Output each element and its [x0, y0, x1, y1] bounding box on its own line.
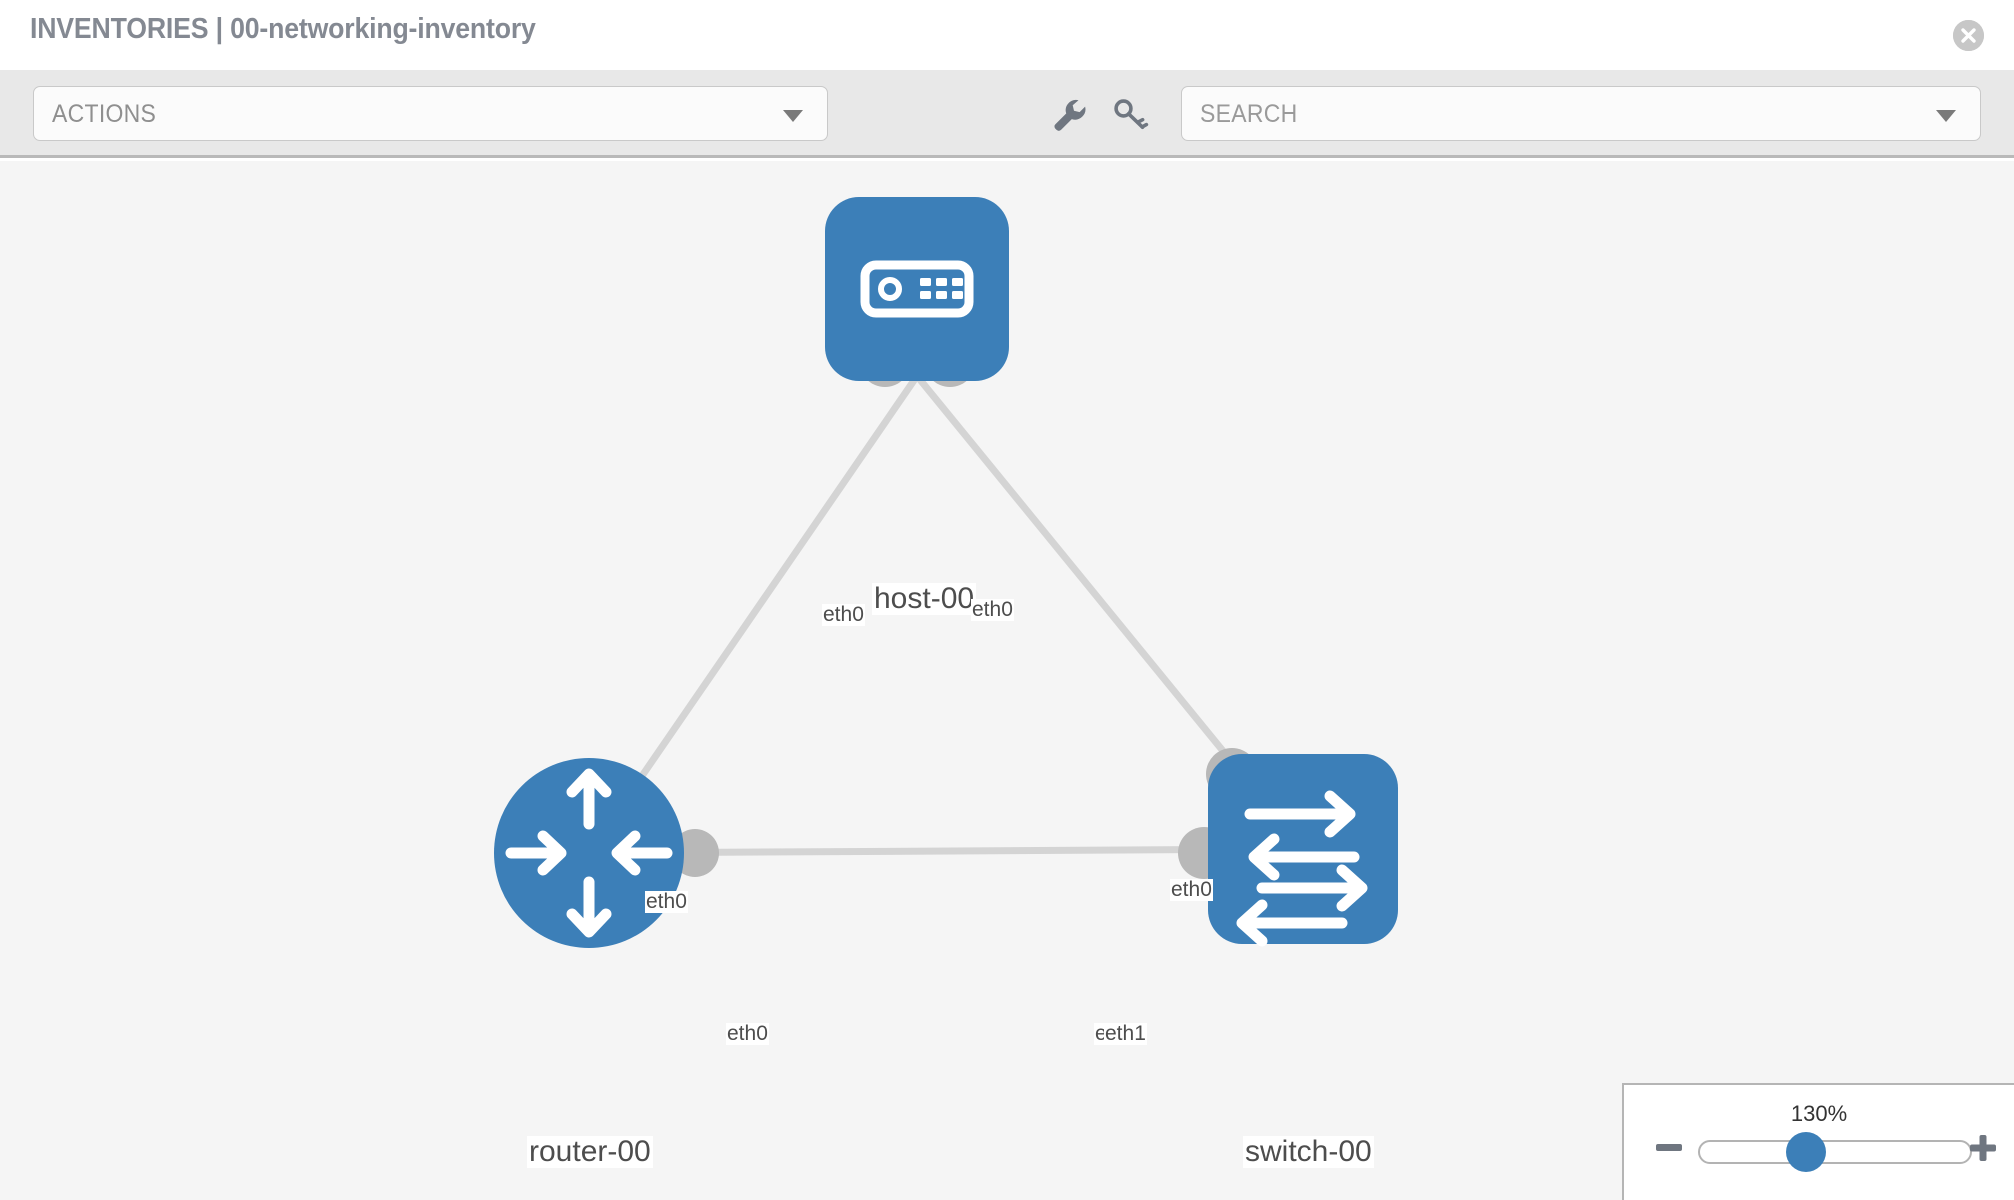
zoom-control-panel: 130%	[1622, 1083, 2014, 1200]
iface-label-host-left: eth0	[822, 603, 865, 627]
node-label-host-00: host-00	[872, 582, 977, 615]
node-label-router-00: router-00	[527, 1135, 653, 1168]
node-router-00[interactable]	[494, 758, 684, 948]
iface-label-switch-west-b: eth1	[1104, 1022, 1147, 1046]
toolbar: ACTIONS SEARCH	[0, 70, 2014, 158]
zoom-slider-track[interactable]	[1698, 1140, 1972, 1164]
zoom-percent-label: 130%	[1790, 1101, 1848, 1126]
iface-label-router-north: eth0	[645, 890, 688, 914]
iface-label-switch-north: eth0	[1170, 878, 1213, 902]
actions-dropdown[interactable]: ACTIONS	[33, 86, 828, 141]
search-input[interactable]: SEARCH	[1181, 86, 1981, 141]
host-server-icon	[860, 260, 974, 318]
router-arrows-icon	[505, 768, 673, 938]
wrench-icon[interactable]	[1048, 94, 1088, 134]
close-icon[interactable]	[1953, 20, 1984, 51]
page-header: INVENTORIES | 00-networking-inventory	[0, 0, 2014, 70]
zoom-in-button[interactable]	[1966, 1131, 2000, 1165]
switch-arrows-icon	[1236, 790, 1368, 947]
node-switch-00[interactable]	[1208, 754, 1398, 947]
iface-label-host-right: eth0	[971, 598, 1014, 622]
search-placeholder: SEARCH	[1200, 100, 1298, 128]
topology-canvas[interactable]: host-00 router-00 switch-00 eth0 eth0 et…	[0, 161, 2014, 1200]
key-icon[interactable]	[1110, 94, 1150, 134]
chevron-down-icon	[1936, 110, 1956, 122]
node-host-00[interactable]	[825, 197, 1009, 381]
page-title: INVENTORIES | 00-networking-inventory	[30, 13, 536, 45]
actions-dropdown-label: ACTIONS	[52, 100, 157, 128]
topology-graph	[494, 197, 1398, 948]
zoom-slider-thumb[interactable]	[1786, 1132, 1826, 1172]
chevron-down-icon	[783, 110, 803, 122]
iface-label-router-east: eth0	[726, 1022, 769, 1046]
zoom-out-button[interactable]	[1652, 1131, 1686, 1165]
link-host-router	[586, 374, 920, 855]
node-label-switch-00: switch-00	[1243, 1135, 1374, 1168]
